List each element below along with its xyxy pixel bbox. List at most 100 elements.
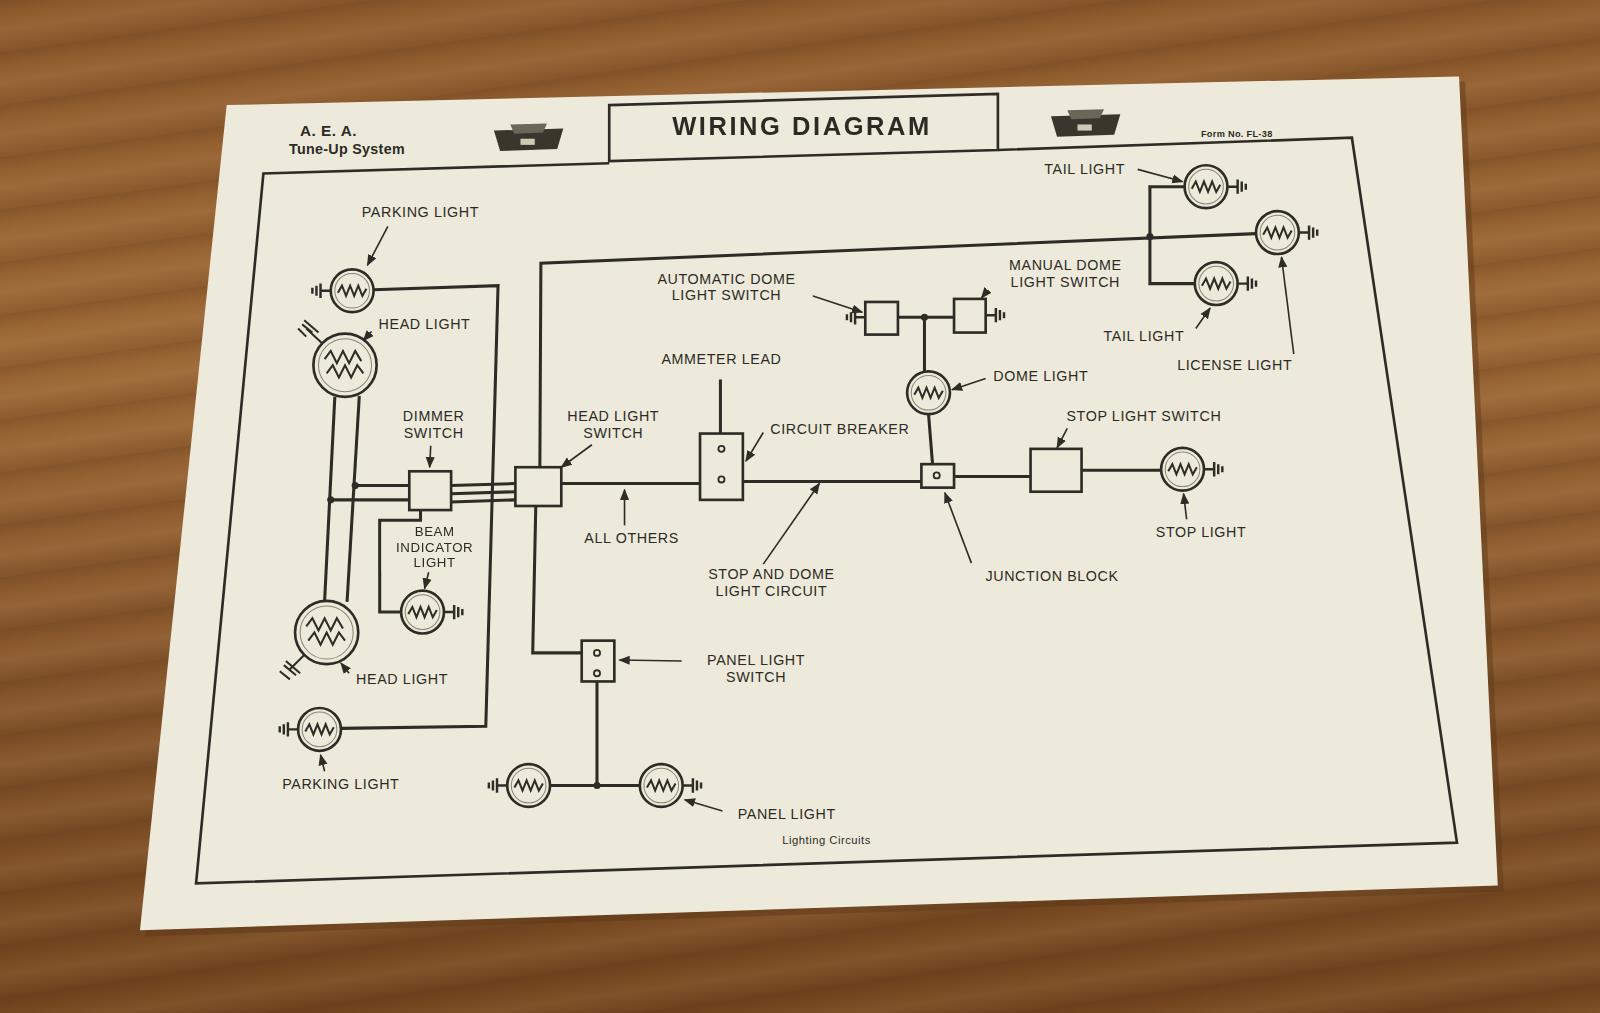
stop-lamp [1161,448,1204,491]
leader-line [367,226,387,265]
manual-dome-switch [954,299,986,333]
component-label: LICENSE LIGHT [1175,357,1294,373]
leader-line [624,490,626,526]
leader-line [1057,428,1067,447]
form-number: Form No. FL-38 [1199,128,1275,139]
component-label: HEAD LIGHT [354,670,450,686]
wire [898,317,954,465]
junction-dot [1146,233,1153,240]
header-text: A. E. A. [298,122,359,140]
emblem [1051,109,1120,137]
wire [355,484,409,487]
component-label: CIRCUIT BREAKER [768,420,911,436]
leader-line [1196,308,1210,328]
dimmer-switch [409,471,451,510]
component-label: DIMMER SWITCH [386,408,482,441]
emblem [520,139,534,145]
stop-light-switch [1031,449,1082,492]
switch-symbol [409,299,1081,682]
junction-dot [327,233,1153,789]
leader-line [321,169,1294,811]
leader-line [561,445,592,467]
wire [325,187,1256,786]
title: WIRING DIAGRAM [670,112,934,141]
tail-lamp [1185,165,1228,208]
title-box [609,94,998,161]
ground-symbol [847,310,865,324]
terminal [718,476,724,482]
component-label: PANEL LIGHT SWITCH [685,652,827,685]
leader-line [952,378,986,389]
leader-line [763,484,819,565]
wire [550,681,640,785]
component-label: HEAD LIGHT [377,315,473,331]
ground-symbol [444,605,462,619]
component-label: AUTOMATIC DOME LIGHT SWITCH [640,270,812,303]
leader-line [430,446,431,467]
leader-line [425,572,429,588]
leader-line [1138,169,1183,181]
component-label: TAIL LIGHT [1101,328,1186,344]
card-frame [196,138,1457,884]
ground-symbol [986,308,1004,322]
junction-block [921,464,954,487]
component-label: PARKING LIGHT [360,204,481,220]
terminal [594,670,600,676]
leader-line [945,493,972,563]
ground-symbol [280,655,304,679]
wire [325,397,335,601]
terminal [594,650,600,656]
ground-symbol [1299,225,1317,239]
component-label: HEAD LIGHT SWITCH [545,408,682,441]
junction-dot [327,496,334,503]
junction-dot [921,314,928,321]
component-label: STOP AND DOME LIGHT CIRCUIT [683,566,861,599]
dome-lamp [907,371,950,414]
emblem [1077,124,1091,130]
component-label: PANEL LIGHT [736,806,838,822]
ground-symbol [1227,180,1245,194]
panel-lamp [507,764,550,807]
component-label: DOME LIGHT [991,367,1090,383]
wire [451,484,515,502]
terminal [934,472,940,478]
wire [331,498,410,501]
header-text: Tune-Up System [287,141,407,157]
parking-lamp [298,708,341,751]
component-label: STOP LIGHT SWITCH [1064,408,1223,424]
junction-dot [593,782,600,789]
emblem [1067,109,1104,119]
card [140,77,1498,931]
component-label: AMMETER LEAD [659,351,783,367]
license-lamp [1256,211,1299,254]
tail-lamp [1195,262,1238,305]
leader-line [363,332,371,341]
ground-symbol [1204,462,1222,476]
terminal [594,446,940,677]
component-label: BEAM INDICATOR LIGHT [382,525,488,571]
leader-line [685,800,723,811]
leader-line [1184,494,1187,520]
ground-symbol [298,320,321,342]
wire [1150,187,1195,284]
component-label: JUNCTION BLOCK [983,567,1120,583]
component-label: ALL OTHERS [582,530,681,546]
panel-light-switch [582,641,615,682]
leader-line [812,296,862,312]
emblem [494,123,563,151]
ground-symbol [489,778,507,792]
ground-symbol [1238,276,1256,290]
caption: Lighting Circuits [780,833,873,846]
head-lamp [295,601,358,664]
emblem [510,123,547,133]
wire [533,506,582,653]
circuit-breaker [700,434,743,500]
lamp-symbol [280,165,1317,807]
panel-lamp [640,764,683,807]
component-label: TAIL LIGHT [1042,161,1127,177]
leader-line [321,755,325,771]
ground-symbol [312,284,330,298]
component-label: STOP LIGHT [1154,523,1249,539]
ground-symbol [280,722,298,736]
